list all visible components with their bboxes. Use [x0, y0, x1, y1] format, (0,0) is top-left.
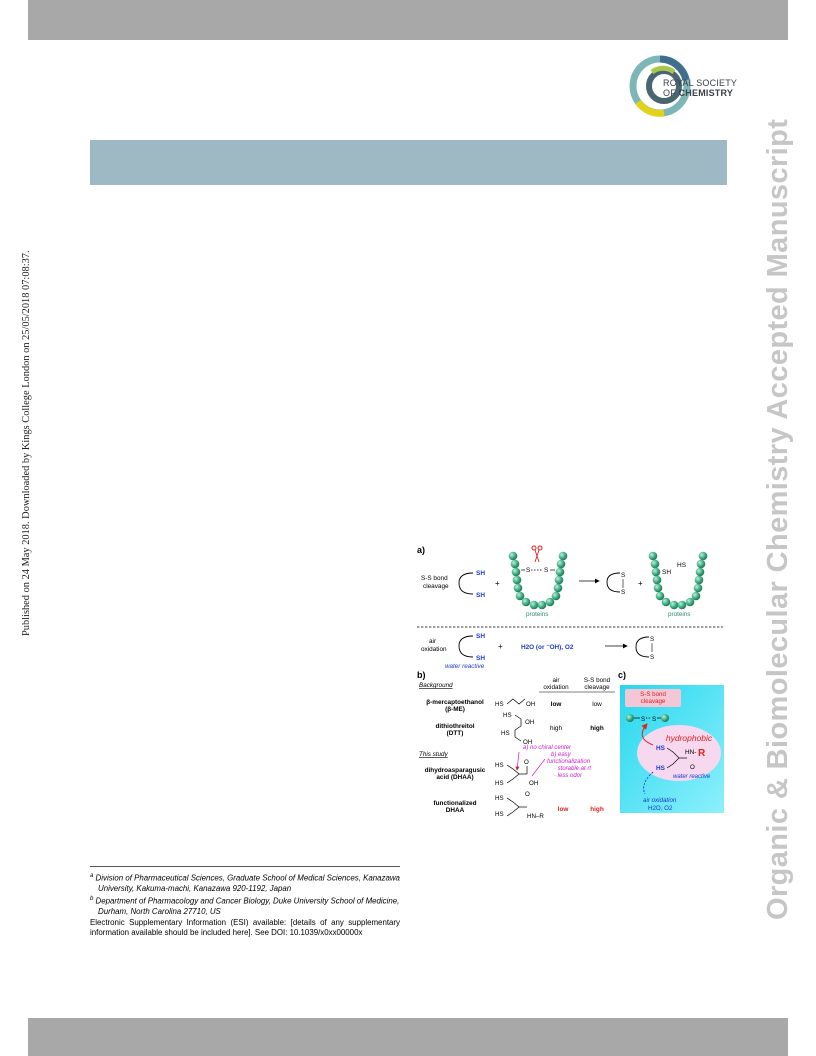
svg-text:high: high — [590, 725, 604, 732]
footnote-rule — [90, 866, 400, 867]
svg-text:S: S — [621, 589, 625, 596]
svg-text:OH: OH — [523, 739, 532, 746]
svg-text:HN–R: HN–R — [527, 813, 544, 820]
svg-text:cleavage: cleavage — [641, 698, 666, 705]
svg-text:proteins: proteins — [526, 611, 548, 618]
svg-text:SH: SH — [662, 569, 671, 576]
scheme-figure: a) S-S bond cleavage SH SH + S S prot — [415, 540, 727, 820]
svg-text:S: S — [621, 572, 625, 579]
footnote-a: a Division of Pharmaceutical Sciences, G… — [90, 873, 400, 893]
svg-text:HS: HS — [495, 701, 504, 708]
svg-text:R: R — [698, 748, 706, 759]
svg-text:SH: SH — [476, 655, 485, 662]
svg-text:β-mercaptoethanol: β-mercaptoethanol — [426, 699, 484, 706]
svg-text:low: low — [551, 701, 562, 708]
svg-text:· storable at rt: · storable at rt — [554, 766, 591, 772]
svg-text:OH: OH — [525, 719, 534, 726]
esi-note: Electronic Supplementary Information (ES… — [90, 918, 400, 938]
footnotes: a Division of Pharmaceutical Sciences, G… — [90, 866, 400, 938]
svg-text:water reactive: water reactive — [673, 774, 711, 780]
svg-text:S: S — [544, 567, 549, 574]
svg-text:HS: HS — [656, 745, 666, 752]
svg-text:(β-ME): (β-ME) — [445, 706, 465, 713]
protein-right: HS SH — [648, 551, 708, 610]
svg-text:a) no chiral center: a) no chiral center — [523, 745, 572, 751]
svg-text:air: air — [429, 638, 437, 645]
svg-text:HS: HS — [495, 762, 504, 769]
svg-text:S: S — [650, 636, 654, 643]
svg-text:OH: OH — [526, 701, 535, 708]
svg-text:HS: HS — [495, 780, 504, 787]
svg-text:b) easy: b) easy — [551, 752, 572, 758]
svg-text:O: O — [524, 759, 529, 766]
svg-text:high: high — [550, 725, 563, 732]
panel-b-label: b) — [417, 670, 426, 680]
svg-text:functionalization: functionalization — [547, 759, 591, 765]
svg-text:S-S bond: S-S bond — [584, 677, 611, 684]
svg-text:HN-: HN- — [685, 749, 696, 756]
svg-text:(DTT): (DTT) — [447, 730, 464, 737]
svg-text:S: S — [650, 654, 654, 661]
svg-text:O: O — [690, 764, 695, 771]
svg-text:oxidation: oxidation — [421, 646, 447, 653]
svg-text:hydrophobic: hydrophobic — [666, 733, 713, 743]
svg-text:HS: HS — [677, 562, 687, 569]
panel-a-label: a) — [417, 545, 425, 555]
scissors-icon — [531, 545, 543, 563]
title-bar — [90, 140, 727, 185]
svg-text:S: S — [526, 567, 531, 574]
header-band — [28, 0, 788, 40]
rsc-logo-icon — [629, 55, 691, 117]
svg-text:SH: SH — [476, 592, 485, 599]
svg-text:HS: HS — [495, 811, 504, 818]
svg-text:air oxidation: air oxidation — [643, 797, 677, 804]
svg-text:+: + — [498, 642, 503, 651]
svg-text:S: S — [652, 716, 656, 723]
svg-text:acid (DHAA): acid (DHAA) — [436, 774, 473, 781]
svg-text:This study: This study — [419, 751, 449, 758]
svg-text:HS: HS — [495, 795, 504, 802]
footer-band — [28, 1018, 788, 1056]
water-reagents: H2O (or ⁻OH), O2 — [521, 644, 574, 651]
svg-text:H2O, O2: H2O, O2 — [648, 805, 673, 812]
svg-text:HS: HS — [656, 765, 666, 772]
svg-text:dihydroasparagusic: dihydroasparagusic — [425, 767, 486, 774]
svg-text:water reactive: water reactive — [445, 663, 485, 670]
svg-text:air: air — [553, 677, 560, 684]
svg-text:HS: HS — [503, 712, 512, 719]
svg-text:proteins: proteins — [668, 611, 690, 618]
svg-text:low: low — [558, 806, 569, 813]
panel-c-label: c) — [618, 670, 626, 680]
svg-text:dithiothreitol: dithiothreitol — [435, 723, 474, 730]
svg-text:Background: Background — [419, 682, 453, 689]
svg-text:SH: SH — [476, 633, 485, 640]
svg-text:SH: SH — [476, 570, 485, 577]
svg-text:S: S — [641, 716, 645, 723]
svg-text:DHAA: DHAA — [446, 807, 465, 814]
svg-text:cleavage: cleavage — [584, 684, 610, 691]
ss-cleavage-label: S-S bond — [421, 575, 448, 582]
footnote-b: b Department of Pharmacology and Cancer … — [90, 896, 400, 916]
svg-text:+: + — [495, 579, 500, 588]
protein-left: S S — [508, 545, 568, 610]
svg-text:OH: OH — [529, 780, 538, 787]
published-note: Published on 24 May 2018. Downloaded by … — [21, 250, 32, 636]
svg-text:low: low — [592, 701, 602, 708]
svg-text:S-S bond: S-S bond — [640, 691, 666, 698]
ss-cleavage-label-2: cleavage — [423, 583, 449, 590]
svg-text:+: + — [638, 579, 643, 588]
rsc-logo-text: ROYAL SOCIETY OF CHEMISTRY — [663, 78, 738, 98]
svg-text:oxidation: oxidation — [543, 684, 569, 691]
svg-text:functionalized: functionalized — [434, 800, 477, 807]
svg-text:O: O — [525, 791, 530, 798]
svg-text:HS: HS — [501, 730, 510, 737]
journal-watermark: Organic & Biomolecular Chemistry Accepte… — [762, 118, 794, 920]
svg-text:high: high — [590, 806, 604, 813]
svg-text:· less odor: · less odor — [554, 773, 583, 779]
